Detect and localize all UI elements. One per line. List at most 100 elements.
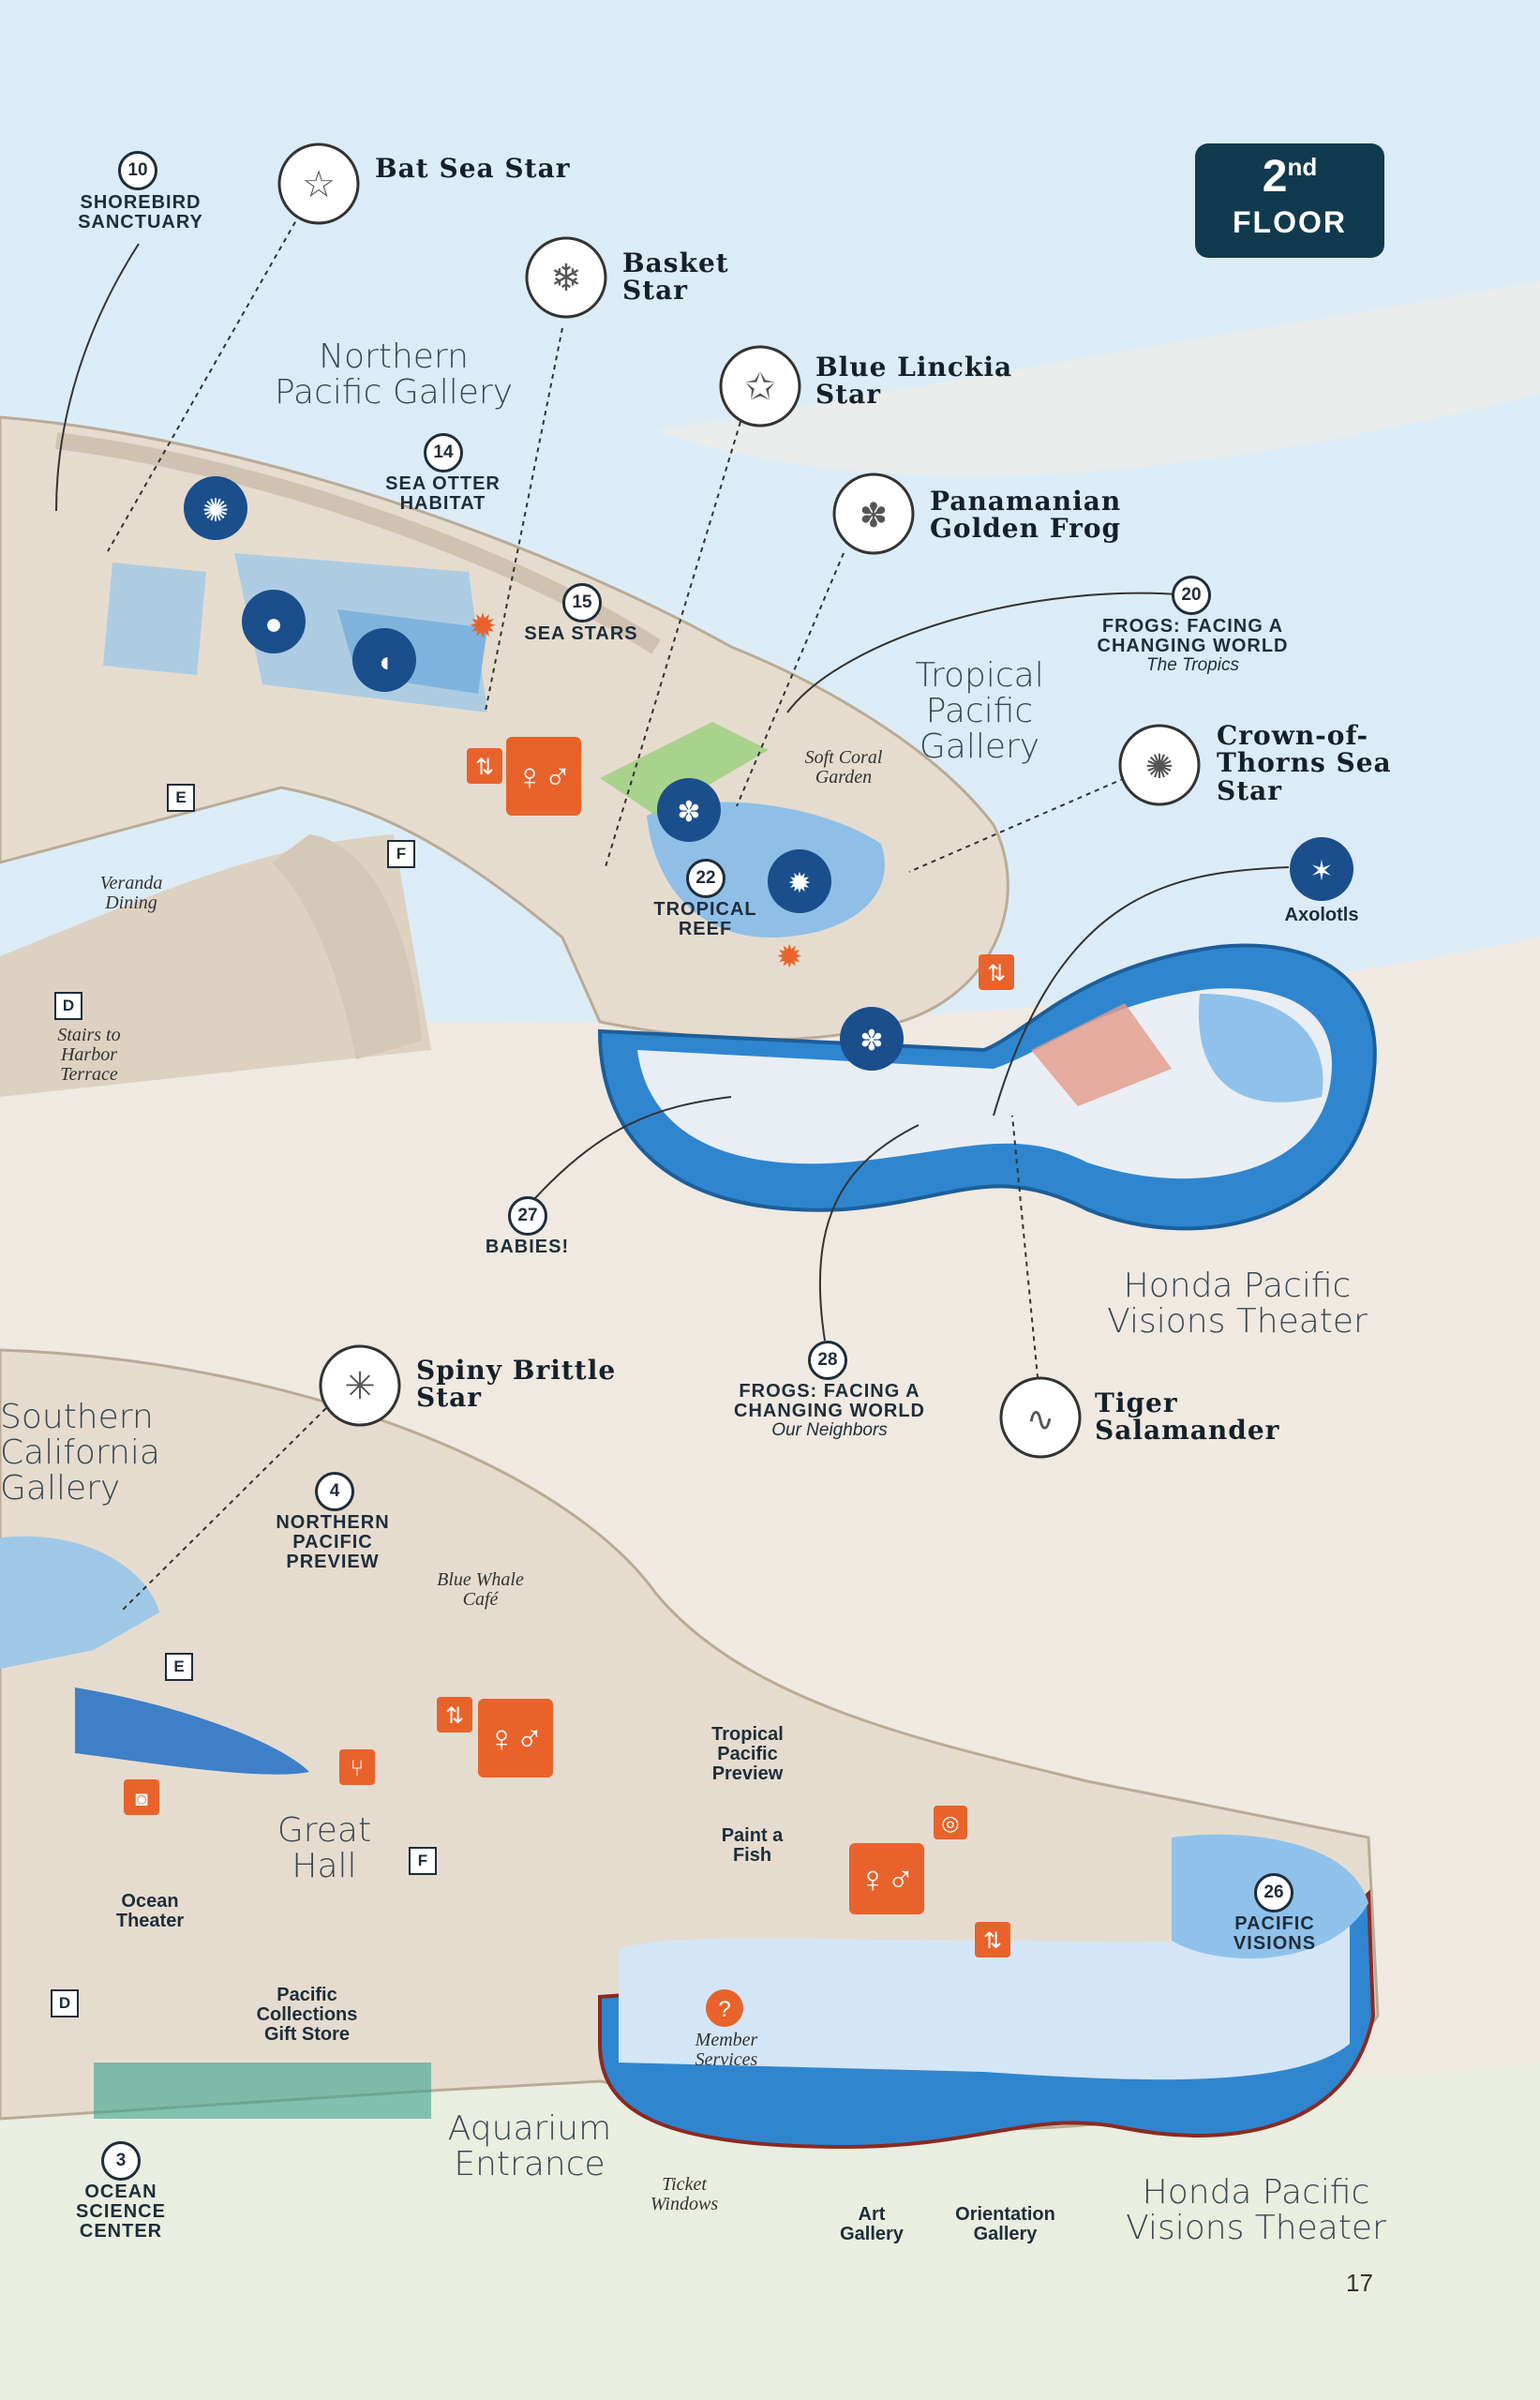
upper-theater xyxy=(597,943,1377,1231)
ocean-science-center-label: OCEAN SCIENCE CENTER xyxy=(76,2182,166,2242)
exhibit-number-27[interactable]: 27 xyxy=(508,1196,547,1236)
stair-marker-d-lower[interactable]: D xyxy=(51,1989,79,2018)
northern-pacific-gallery-label: Northern Pacific Gallery xyxy=(274,338,514,412)
elevator-icon-4: ⇅ xyxy=(975,1922,1010,1958)
golden-frog-label: Panamanian Golden Frog xyxy=(930,486,1122,545)
svg-text:⇅: ⇅ xyxy=(475,755,494,780)
svg-text:⇅: ⇅ xyxy=(983,1928,1002,1954)
stair-marker-d-upper[interactable]: D xyxy=(54,992,82,1020)
golden-frog-icon xyxy=(832,472,915,555)
exhibit-number-14[interactable]: 14 xyxy=(424,433,463,472)
turtle-icon: ✹ xyxy=(768,849,831,913)
svg-text:⇅: ⇅ xyxy=(987,961,1006,986)
camera-icon: ◙ xyxy=(124,1779,159,1815)
frogs-neighbors-sub: Our Neighbors xyxy=(771,1420,888,1440)
restroom-icon-3: ♀♂ xyxy=(849,1843,924,1914)
blue-linckia-star-icon xyxy=(719,345,801,428)
southern-california-gallery-label: Southern California Gallery xyxy=(0,1398,160,1508)
tropical-pacific-preview-label: Tropical Pacific Preview xyxy=(711,1724,784,1784)
frogs-tropics-title: FROGS: FACING A CHANGING WORLD xyxy=(1097,616,1289,656)
stair-marker-e-upper[interactable]: E xyxy=(167,784,195,812)
honda-theater-upper-label: Honda Pacific Visions Theater xyxy=(1107,1267,1368,1341)
tropical-reef-label: TROPICAL REEF xyxy=(653,899,757,939)
exhibit-number-3[interactable]: 3 xyxy=(101,2141,141,2181)
restaurant-icon: ⑂ xyxy=(339,1749,375,1785)
page-number: 17 xyxy=(1346,2269,1373,2297)
highlight-marker-2: ✹ xyxy=(776,939,803,975)
exhibit-number-15[interactable]: 15 xyxy=(562,583,602,622)
shorebird-sanctuary-label: SHOREBIRD SANCTUARY xyxy=(78,192,203,232)
northern-pacific-preview-label: NORTHERN PACIFIC PREVIEW xyxy=(276,1512,390,1572)
svg-text:◖: ◖ xyxy=(376,647,393,678)
puffin-icon: ● xyxy=(242,590,306,653)
axolotls-label: Axolotls xyxy=(1284,905,1359,925)
babies-label: BABIES! xyxy=(485,1237,570,1257)
svg-text:♀♂: ♀♂ xyxy=(859,1859,915,1900)
leader-lines xyxy=(55,213,1290,1612)
floor-label: FLOOR xyxy=(1233,205,1347,239)
restroom-icon-2: ♀♂ xyxy=(478,1699,553,1778)
svg-text:✺: ✺ xyxy=(202,493,230,529)
floor-number: 2 xyxy=(1262,152,1288,202)
svg-text:♀♂: ♀♂ xyxy=(516,757,572,798)
svg-text:✽: ✽ xyxy=(860,496,888,534)
svg-text:☆: ☆ xyxy=(302,164,336,205)
svg-text:∿: ∿ xyxy=(1026,1400,1054,1438)
info-icon: ? xyxy=(706,1989,743,2027)
stair-marker-f-lower[interactable]: F xyxy=(409,1847,437,1875)
ticket-windows-label: Ticket Windows xyxy=(650,2174,719,2214)
svg-text:✹: ✹ xyxy=(787,868,811,899)
gift-store-label: Pacific Collections Gift Store xyxy=(256,1985,358,2045)
frog-icon-2: ✽ xyxy=(840,1007,904,1071)
svg-text:✶: ✶ xyxy=(1309,856,1333,887)
elevator-icon-3: ⇅ xyxy=(437,1697,472,1732)
svg-text:✽: ✽ xyxy=(860,1026,883,1057)
basket-star-label: Basket Star xyxy=(622,248,729,307)
aquarium-entrance-label: Aquarium Entrance xyxy=(447,2109,612,2183)
frogs-tropics-sub: The Tropics xyxy=(1146,655,1239,675)
basket-star-icon xyxy=(525,236,607,319)
spiny-brittle-star-label: Spiny Brittle Star xyxy=(416,1355,617,1414)
bat-sea-star-icon xyxy=(277,142,360,225)
stair-marker-f-upper[interactable]: F xyxy=(387,840,415,868)
elevator-icon-2: ⇅ xyxy=(979,954,1014,990)
otter-icon: ◖ xyxy=(352,628,416,692)
pacific-visions-label: PACIFIC VISIONS xyxy=(1233,1913,1317,1954)
exhibit-number-10[interactable]: 10 xyxy=(118,151,157,190)
paint-a-fish-label: Paint a Fish xyxy=(721,1825,784,1866)
member-services-label: Member Services xyxy=(695,2030,758,2070)
tiger-salamander-label: Tiger Salamander xyxy=(1095,1388,1280,1447)
blue-whale-cafe-label: Blue Whale Café xyxy=(437,1569,524,1610)
lower-building xyxy=(0,1348,1380,2150)
sea-stars-label: SEA STARS xyxy=(524,623,638,644)
spiny-brittle-star-icon xyxy=(319,1344,401,1427)
svg-text:●: ● xyxy=(264,607,282,640)
art-gallery-label: Art Gallery xyxy=(840,2204,904,2244)
restroom-icon: ♀♂ xyxy=(506,737,581,816)
honda-theater-lower-label: Honda Pacific Visions Theater xyxy=(1126,2173,1386,2247)
exhibit-number-26[interactable]: 26 xyxy=(1254,1873,1293,1912)
elevator-icon: ⇅ xyxy=(467,748,502,784)
highlight-marker: ✹ xyxy=(469,607,497,645)
crown-of-thorns-icon xyxy=(1118,724,1201,806)
great-hall-label: Great Hall xyxy=(277,1811,372,1885)
svg-text:⑂: ⑂ xyxy=(351,1756,364,1781)
tiger-salamander-icon xyxy=(999,1376,1082,1459)
sea-otter-habitat-label: SEA OTTER HABITAT xyxy=(385,473,501,514)
exhibit-number-4[interactable]: 4 xyxy=(315,1472,354,1511)
octopus-icon: ✺ xyxy=(184,476,247,540)
stair-marker-e-lower[interactable]: E xyxy=(165,1653,193,1681)
orientation-gallery-label: Orientation Gallery xyxy=(955,2204,1055,2244)
exhibit-number-20[interactable]: 20 xyxy=(1172,576,1211,615)
blue-linckia-star-label: Blue Linckia Star xyxy=(815,352,1013,411)
exhibit-number-28[interactable]: 28 xyxy=(808,1341,847,1380)
svg-text:?: ? xyxy=(718,1997,730,2022)
hearing-assist-icon: ◎ xyxy=(934,1806,967,1839)
svg-text:◎: ◎ xyxy=(941,1811,959,1835)
svg-text:✩: ✩ xyxy=(744,367,776,408)
svg-text:♀♂: ♀♂ xyxy=(487,1718,544,1760)
exhibit-number-22[interactable]: 22 xyxy=(686,859,725,898)
